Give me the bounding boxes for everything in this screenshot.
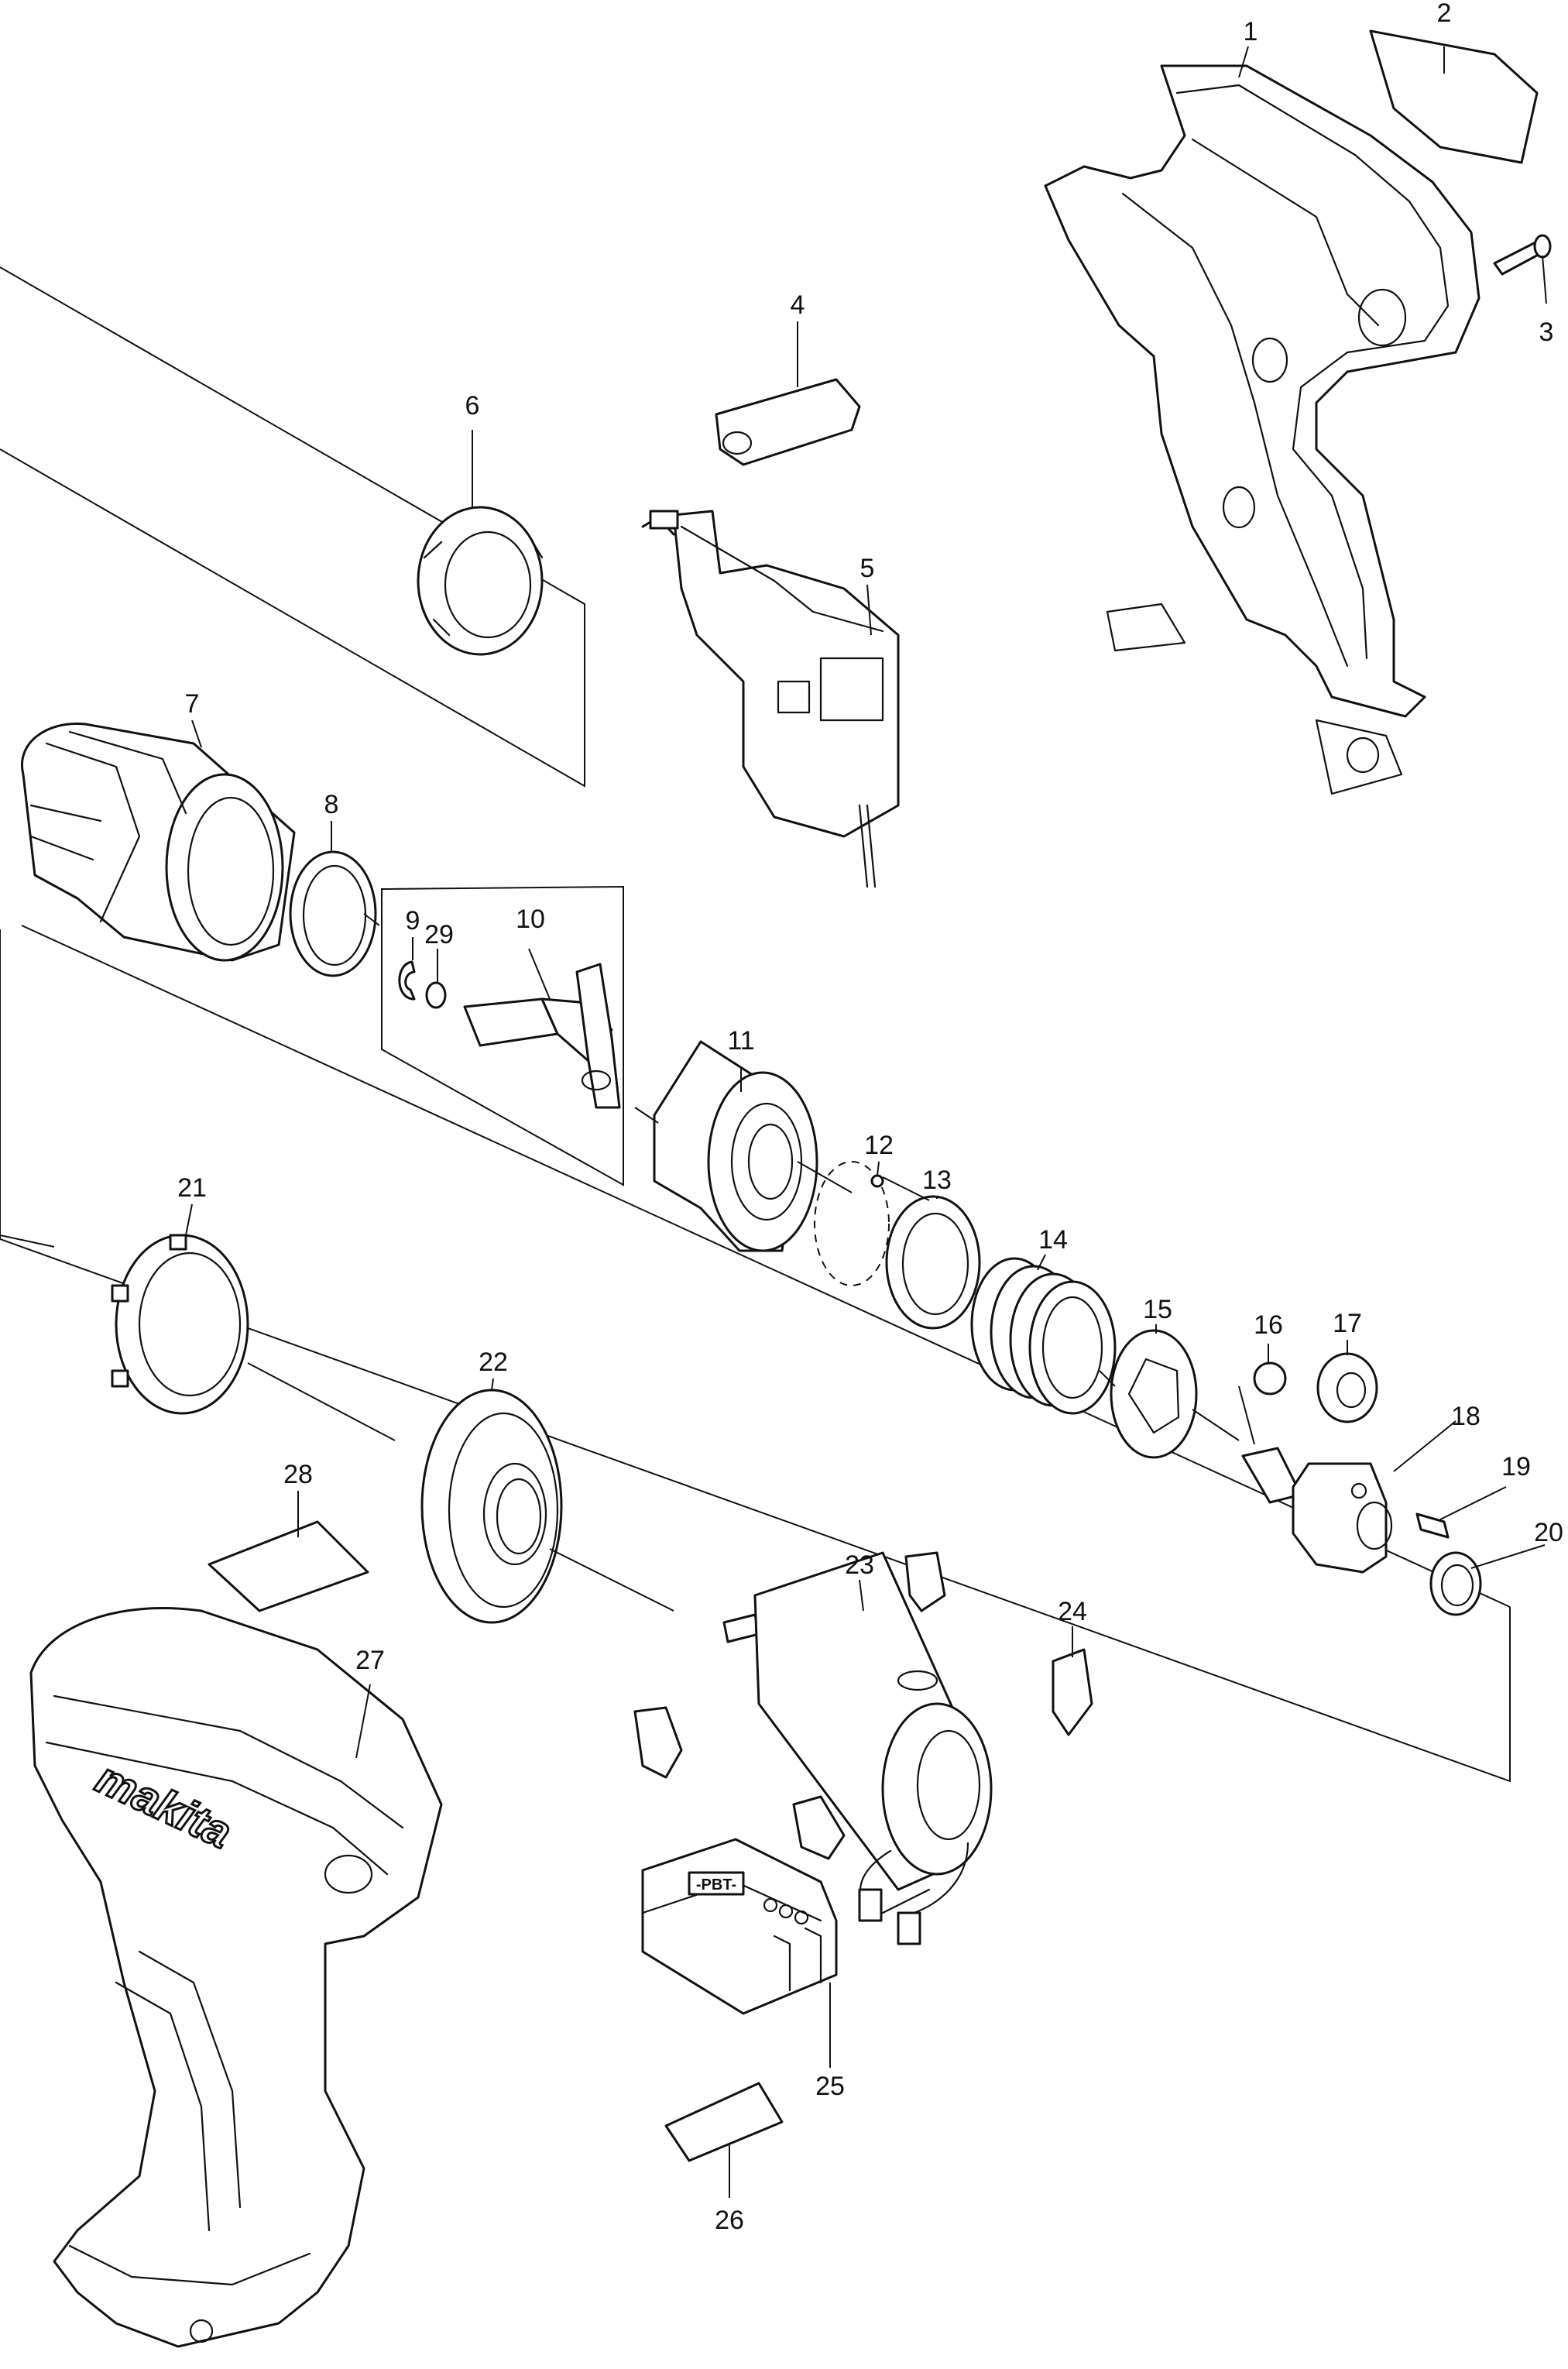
flat-washer-13: [885, 1195, 981, 1330]
callout-23: 23: [845, 1550, 874, 1580]
callout-14: 14: [1038, 1225, 1068, 1255]
tool-housing: makita: [29, 1607, 443, 2348]
callout-11: 11: [727, 1026, 754, 1056]
callout-3: 3: [1539, 318, 1554, 347]
callout-22: 22: [479, 1348, 508, 1377]
steel-ball-16: [1253, 1361, 1287, 1396]
flat-washer-20: [1429, 1551, 1482, 1616]
gear-housing: [420, 1389, 563, 1624]
callout-28: 28: [283, 1460, 313, 1489]
internal-gear: [111, 1234, 249, 1415]
steel-balls: [814, 1161, 890, 1286]
callout-5: 5: [860, 554, 875, 583]
flat-washer-15: [1110, 1329, 1198, 1459]
assembly-frame-long: [0, 929, 1511, 1783]
assembly-frame-short: [0, 1234, 55, 1248]
anvil: [463, 963, 621, 1109]
callout-20: 20: [1534, 1518, 1563, 1547]
callout-27: 27: [355, 1646, 385, 1675]
brush-holder-a: [904, 1551, 946, 1612]
callout-21: 21: [177, 1173, 207, 1203]
hammer: [653, 1040, 818, 1252]
spindle: [1241, 1447, 1393, 1574]
assembly-frame-shaft: [381, 885, 624, 1186]
housing-half: [1044, 64, 1481, 795]
insulation-sheet-small: [664, 2082, 784, 2162]
callout-29: 29: [424, 920, 454, 949]
hammer-case-cover: [21, 722, 296, 962]
rubber-pad: [1052, 1648, 1093, 1736]
flat-washer-8: [289, 850, 377, 977]
tapping-screw: [1493, 234, 1552, 276]
callout-25: 25: [815, 2072, 845, 2101]
assembly-frame-upper: [0, 266, 585, 788]
retaining-ring-9: [398, 960, 416, 1001]
planetary-gear: [1316, 1352, 1378, 1423]
switch-unit: [641, 510, 900, 888]
callout-24: 24: [1058, 1597, 1087, 1626]
leader-lines: [185, 46, 1547, 2198]
compression-spring: [970, 1257, 1117, 1415]
callout-numbers: 1 2 3 4 5 6 7 8 9 29 10 11 12 13 14 15 1…: [177, 0, 1563, 2235]
retainer-ring: [417, 506, 544, 656]
callout-10: 10: [516, 905, 545, 934]
o-ring: [425, 981, 447, 1009]
callout-9: 9: [406, 906, 420, 936]
callout-6: 6: [465, 391, 480, 421]
callout-12: 12: [864, 1131, 894, 1160]
callout-7: 7: [185, 689, 200, 719]
callout-26: 26: [715, 2206, 744, 2235]
assembly-frame-long-top: [21, 925, 1511, 1608]
insulation-sheet: [208, 1520, 369, 1612]
label-sticker: [1369, 29, 1539, 164]
controller-board: -PBT-: [641, 1838, 838, 2015]
callout-13: 13: [922, 1166, 952, 1195]
dc-motor: [722, 1551, 993, 1945]
pin: [1415, 1512, 1450, 1539]
callout-19: 19: [1501, 1452, 1531, 1481]
callout-18: 18: [1451, 1402, 1481, 1431]
callout-8: 8: [324, 790, 339, 819]
controller-label: -PBT-: [696, 1876, 736, 1893]
callout-1: 1: [1244, 17, 1258, 46]
callout-15: 15: [1143, 1295, 1172, 1324]
brush-holder-c: [792, 1795, 846, 1860]
brush-holder-b: [633, 1706, 683, 1779]
switch-lever: [715, 378, 861, 466]
callout-16: 16: [1254, 1310, 1283, 1340]
callout-17: 17: [1333, 1309, 1362, 1338]
callout-2: 2: [1437, 0, 1452, 28]
callout-4: 4: [791, 290, 805, 320]
